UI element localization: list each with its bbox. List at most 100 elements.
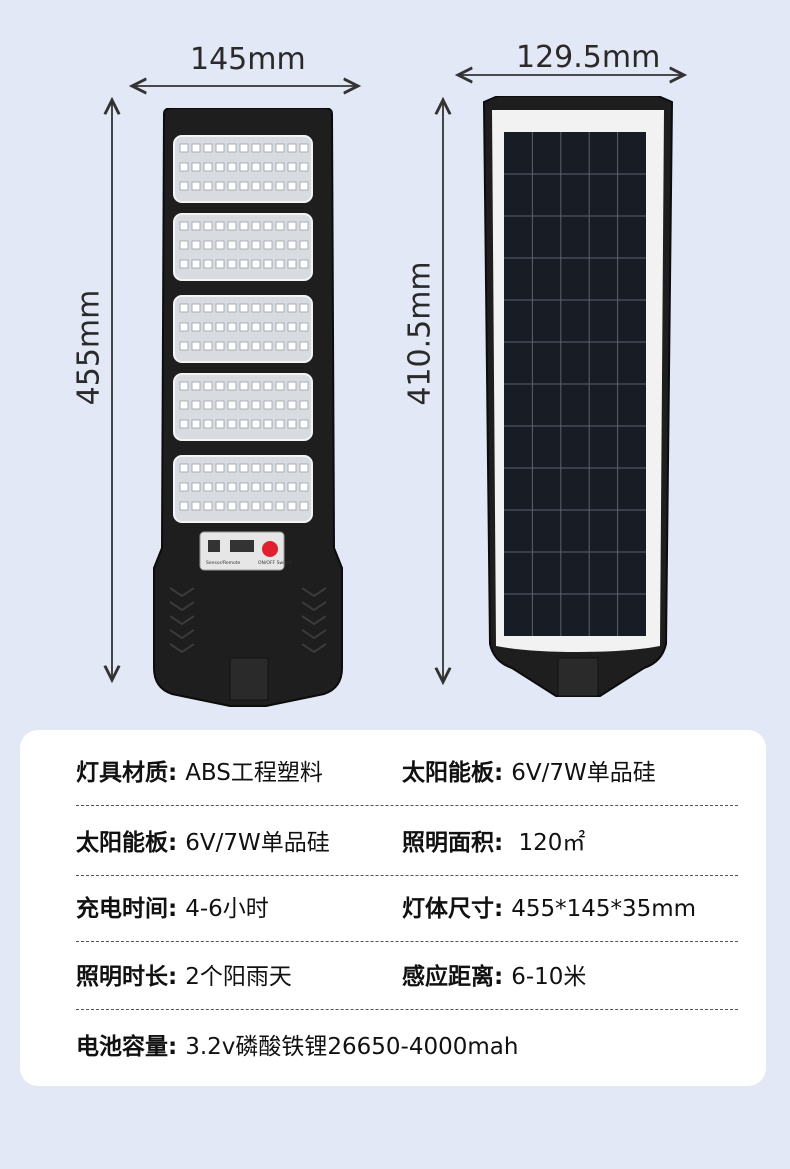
dimension-lines [0, 0, 790, 720]
led-module [173, 135, 313, 203]
led-chip [191, 240, 201, 250]
led-chip [299, 482, 309, 492]
led-chip [239, 162, 249, 172]
led-chip [275, 143, 285, 153]
led-chip [263, 381, 273, 391]
led-module [173, 295, 313, 363]
led-chip [251, 463, 261, 473]
led-chip [287, 303, 297, 313]
led-chip [191, 501, 201, 511]
sensor-window [208, 540, 220, 552]
led-chip [275, 341, 285, 351]
led-chip [251, 322, 261, 332]
led-chip [203, 221, 213, 231]
led-chip [251, 482, 261, 492]
led-chip [215, 501, 225, 511]
led-chip [299, 240, 309, 250]
spec-key: 照明面积: [402, 830, 504, 856]
spec-key: 充电时间: [76, 896, 178, 922]
led-chip [239, 381, 249, 391]
led-chip [203, 240, 213, 250]
spec-value: 3.2v磷酸铁锂26650-4000mah [185, 1034, 519, 1060]
led-chip [287, 400, 297, 410]
led-chip [251, 259, 261, 269]
led-chip [251, 381, 261, 391]
led-chip [227, 419, 237, 429]
spec-key: 灯具材质: [76, 760, 178, 786]
led-chip [287, 482, 297, 492]
led-chip [251, 162, 261, 172]
led-chip [299, 322, 309, 332]
led-chip [191, 322, 201, 332]
led-chip [239, 221, 249, 231]
panel-width-label: 129.5mm [516, 40, 661, 75]
vent-chevron [169, 587, 195, 598]
led-chip [239, 482, 249, 492]
led-chip [239, 303, 249, 313]
led-chip [203, 463, 213, 473]
led-chip [251, 221, 261, 231]
led-chip [203, 181, 213, 191]
led-chip [263, 341, 273, 351]
vent-chevron [301, 601, 327, 612]
led-chip [227, 501, 237, 511]
led-chip [263, 240, 273, 250]
led-chip [191, 181, 201, 191]
led-chip [215, 463, 225, 473]
led-chip [239, 259, 249, 269]
spec-value: 2个阳雨天 [185, 964, 292, 990]
vent-chevron [301, 615, 327, 626]
spec-key: 灯体尺寸: [402, 896, 504, 922]
led-chip [203, 419, 213, 429]
led-chip [179, 501, 189, 511]
led-chip [227, 303, 237, 313]
led-chip [287, 341, 297, 351]
led-chip [227, 322, 237, 332]
led-chip [179, 400, 189, 410]
led-chip [263, 322, 273, 332]
led-chip [239, 322, 249, 332]
spec-value: 4-6小时 [185, 896, 269, 922]
led-chip [251, 419, 261, 429]
led-chip [179, 482, 189, 492]
led-chip [287, 181, 297, 191]
vent-chevron [169, 615, 195, 626]
led-chip [251, 181, 261, 191]
spec-row: 照明时长:2个阳雨天 感应距离:6-10米 [76, 944, 738, 1010]
led-chip [239, 341, 249, 351]
led-chip [215, 341, 225, 351]
led-chip [275, 240, 285, 250]
led-chip [263, 181, 273, 191]
spec-value: 6-10米 [511, 964, 587, 990]
led-chip [287, 162, 297, 172]
led-chip [215, 381, 225, 391]
spec-card: 灯具材质:ABS工程塑料 太阳能板:6V/7W单品硅 太阳能板:6V/7W单品硅… [20, 730, 766, 1086]
led-chip [239, 181, 249, 191]
led-chip [179, 259, 189, 269]
led-chip [239, 400, 249, 410]
led-chip [263, 259, 273, 269]
on-off-switch-label: ON/OFF Switch [258, 560, 292, 566]
led-chip [287, 240, 297, 250]
led-chip [191, 463, 201, 473]
spec-value: 120㎡ [511, 830, 586, 856]
led-chip [239, 501, 249, 511]
led-chip [203, 482, 213, 492]
led-chip [263, 221, 273, 231]
led-chip [215, 303, 225, 313]
lamp-back-view [482, 96, 674, 697]
led-chip [239, 143, 249, 153]
spec-value: ABS工程塑料 [185, 760, 323, 786]
spec-value: 455*145*35mm [511, 896, 697, 922]
display-window [230, 540, 254, 552]
led-chip [203, 322, 213, 332]
led-chip [179, 322, 189, 332]
spec-key: 太阳能板: [76, 830, 178, 856]
led-chip [263, 463, 273, 473]
led-chip [251, 303, 261, 313]
led-chip [275, 482, 285, 492]
led-module [173, 373, 313, 441]
led-chip [251, 400, 261, 410]
led-chip [263, 501, 273, 511]
sensor-remote-label: Sensor/Remote [206, 560, 241, 566]
